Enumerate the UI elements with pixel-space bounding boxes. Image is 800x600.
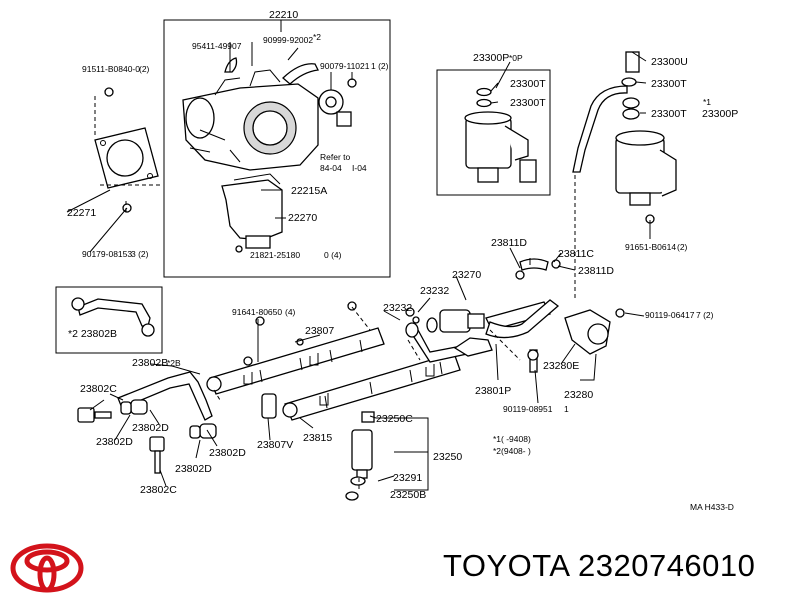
toyota-logo: [10, 543, 84, 593]
fuel-filter-right-drawing: [572, 51, 677, 224]
throttle-body-drawing: [182, 57, 357, 171]
label-22215a: 22215A: [291, 185, 327, 197]
throttle-body-box: [163, 19, 391, 278]
label-23802d-c: 23802D: [209, 447, 246, 459]
label-90119-06417: 90119-06417: [645, 310, 695, 320]
diagram-code: MA H433-D: [690, 502, 734, 512]
label-21821-qty: 0 (4): [324, 250, 342, 260]
label-91511-qty: (2): [139, 64, 150, 74]
label-23811c: 23811C: [558, 248, 594, 260]
label-90179-08153: 90179-08153: [82, 249, 132, 259]
label-90179-qty: 3 (2): [131, 249, 149, 259]
label-22270: 22270: [288, 212, 317, 224]
label-23291: 23291: [393, 472, 422, 484]
label-23300t-4: 23300T: [651, 108, 687, 120]
label-23300t-3: 23300T: [651, 78, 687, 90]
label-23300u: 23300U: [651, 56, 688, 68]
note-variant-2: *2(9408- ): [493, 446, 531, 456]
label-23250: 23250: [433, 451, 462, 463]
leader-lines: [66, 20, 651, 491]
pipe-23802b-box: [55, 286, 163, 354]
label-23300t-1: 23300T: [510, 78, 546, 90]
label-90999-92002: 90999-92002: [263, 35, 313, 45]
label-23250b: 23250B: [390, 489, 426, 501]
label-refer-to: Refer to: [320, 152, 351, 162]
note-variant-1: *1( -9408): [493, 434, 531, 444]
label-90119-08951: 90119-08951: [503, 404, 553, 414]
label-23300p-top-note: *0P: [509, 53, 523, 63]
label-refer-84-04: 84-04: [320, 163, 342, 173]
label-91651-b0614: 91651-B0614: [625, 242, 676, 252]
fuel-rail-23807-drawing: [206, 327, 385, 395]
label-23807v: 23807V: [257, 439, 293, 451]
label-90119-06417-qty: 7 (2): [696, 310, 714, 320]
idle-air-control-drawing: [221, 173, 283, 253]
label-23280e: 23280E: [543, 360, 579, 372]
label-21821-25180: 21821-25180: [250, 250, 300, 260]
label-90999-note: *2: [313, 32, 321, 42]
label-23815: 23815: [303, 432, 332, 444]
label-23232-upper: 23232: [420, 285, 449, 297]
label-23811d-b: 23811D: [578, 265, 614, 277]
label-23802c-b: 23802C: [140, 484, 177, 496]
label-23232-lower: 23232: [383, 302, 412, 314]
label-refer-i-04: I-04: [352, 163, 367, 173]
dashed-leader-lines: [94, 96, 576, 490]
label-90079-qty: 1 (2): [371, 61, 389, 71]
label-23802c-a: 23802C: [80, 383, 117, 395]
damper-23270-drawing: [405, 299, 560, 339]
label-91651-qty: (2): [677, 242, 688, 252]
gasket-22271-drawing: [94, 87, 159, 213]
label-23300p-top: 23300P: [473, 52, 509, 64]
logo-vertical-ring: [37, 555, 57, 593]
label-23300p-right-note: *1: [703, 97, 711, 107]
label-22271: 22271: [67, 207, 96, 219]
label-22210: 22210: [269, 9, 298, 21]
fuel-hose-23811-drawing: [515, 258, 561, 280]
label-23802b-box: *2 23802B: [68, 328, 117, 340]
fuel-rail-23815-drawing: [282, 352, 461, 421]
logo-horizontal-ring: [24, 549, 70, 573]
callout-labels: 22210 95411-49907 90999-92002 *2 91511-B…: [67, 9, 738, 512]
label-91641-80650: 91641-80650: [232, 307, 282, 317]
label-23250c: 23250C: [376, 413, 413, 425]
label-90079-11021: 90079-11021: [320, 61, 370, 71]
label-23270: 23270: [452, 269, 481, 281]
label-23802d-a: 23802D: [96, 436, 133, 448]
label-23811d-a: 23811D: [491, 237, 527, 249]
label-23802b-note: *2B: [167, 358, 181, 368]
label-23802d-b: 23802D: [132, 422, 169, 434]
label-23802b: 23802B: [132, 357, 168, 369]
label-23300p-right: 23300P: [702, 108, 738, 120]
crossover-pipe-23801p-drawing: [411, 329, 539, 373]
fuel-filter-boxed-drawing: [464, 87, 537, 183]
fuel-filter-box: [436, 69, 551, 196]
fuel-injector-drawing: [345, 411, 375, 501]
label-90119-08951-qty: 1: [564, 404, 569, 414]
label-23280: 23280: [564, 389, 593, 401]
pressure-regulator-drawing: [564, 308, 625, 355]
label-23801p: 23801P: [475, 385, 511, 397]
label-91511-b0840: 91511-B0840-0: [82, 64, 140, 74]
part-number-caption: TOYOTA 2320746010: [443, 548, 756, 583]
label-95411-49907: 95411-49907: [192, 41, 242, 51]
label-23802d-d: 23802D: [175, 463, 212, 475]
label-23807: 23807: [305, 325, 334, 337]
label-23300t-2: 23300T: [510, 97, 546, 109]
label-91641-qty: (4): [285, 307, 296, 317]
pipe-23802b-drawing: [71, 297, 155, 337]
